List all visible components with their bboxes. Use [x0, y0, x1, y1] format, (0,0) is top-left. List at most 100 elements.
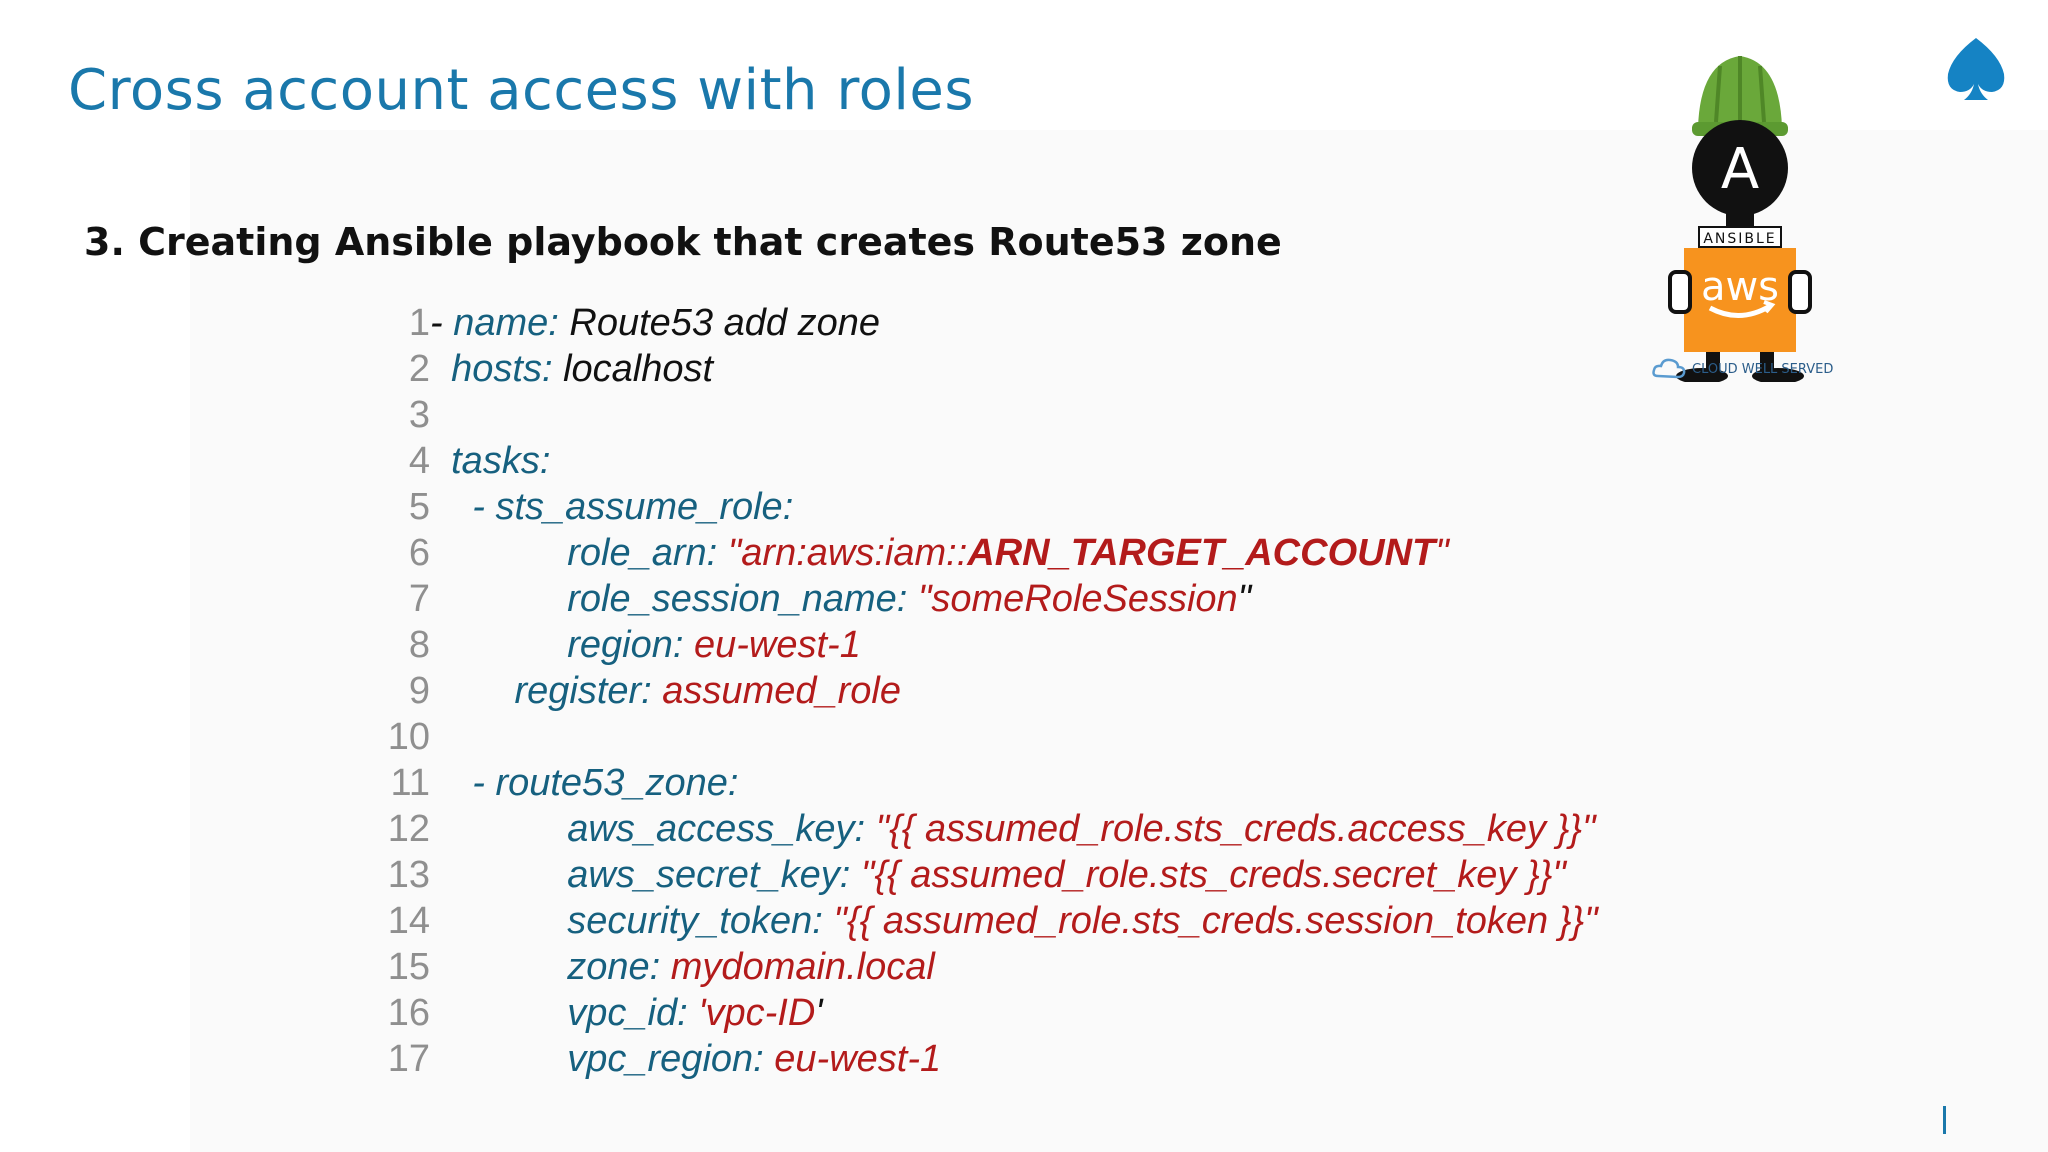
code-key: register:: [514, 670, 663, 712]
line-number: 4: [408, 440, 430, 482]
code-plain: [430, 762, 472, 804]
code-text: role_session_name: "someRoleSession": [430, 576, 1251, 622]
code-line: 14 security_token: "{{ assumed_role.sts_…: [360, 898, 1660, 944]
code-text: security_token: "{{ assumed_role.sts_cre…: [430, 898, 1598, 944]
line-number: 14: [387, 900, 430, 942]
line-number: 11: [390, 762, 430, 804]
code-value: 'vpc-ID: [698, 992, 816, 1034]
code-value: "{{ assumed_role.sts_creds.session_token…: [833, 900, 1598, 942]
code-plain: [430, 854, 567, 896]
code-line: 7 role_session_name: "someRoleSession": [360, 576, 1660, 622]
code-text: role_arn: "arn:aws:iam::ARN_TARGET_ACCOU…: [430, 530, 1449, 576]
line-number: 1: [408, 302, 430, 344]
code-plain: ": [1237, 578, 1252, 620]
aws-sign: [1684, 248, 1796, 352]
code-value: "arn:aws:iam::: [727, 532, 968, 574]
line-number: 5: [408, 486, 430, 528]
code-key: tasks:: [451, 440, 551, 482]
code-plain: [430, 808, 567, 850]
logo-letter: A: [1721, 137, 1759, 202]
code-text: vpc_region: eu-west-1: [430, 1036, 941, 1082]
code-plain: ': [815, 992, 823, 1034]
code-text: tasks:: [430, 438, 550, 484]
code-key: - sts_assume_role:: [472, 486, 794, 528]
code-plain: localhost: [563, 348, 714, 390]
line-number: 10: [387, 716, 430, 758]
code-line: 17 vpc_region: eu-west-1: [360, 1036, 1660, 1082]
ansible-aws-mascot-icon: A ANSIBLE aws: [1668, 56, 1812, 382]
line-number: 9: [408, 670, 430, 712]
code-key: role_arn:: [567, 532, 728, 574]
code-value: ARN_TARGET_ACCOUNT: [967, 532, 1436, 574]
code-key: zone:: [567, 946, 671, 988]
code-text: hosts: localhost: [430, 346, 713, 392]
line-number: 8: [408, 624, 430, 666]
code-line: 10: [360, 714, 1660, 760]
code-key: role_session_name:: [567, 578, 918, 620]
code-plain: [430, 992, 567, 1034]
code-line: 13 aws_secret_key: "{{ assumed_role.sts_…: [360, 852, 1660, 898]
code-line: 5 - sts_assume_role:: [360, 484, 1660, 530]
code-text: vpc_id: 'vpc-ID': [430, 990, 823, 1036]
code-plain: [430, 532, 567, 574]
mascot-caption: CLOUD WELL SERVED: [1652, 356, 1862, 386]
code-text: aws_access_key: "{{ assumed_role.sts_cre…: [430, 806, 1595, 852]
line-number: 6: [408, 532, 430, 574]
code-text: - name: Route53 add zone: [430, 300, 880, 346]
code-line: 15 zone: mydomain.local: [360, 944, 1660, 990]
code-value: mydomain.local: [670, 946, 935, 988]
code-key: vpc_id:: [567, 992, 699, 1034]
code-text: - sts_assume_role:: [430, 484, 793, 530]
code-line: 4 tasks:: [360, 438, 1660, 484]
badge-text: ANSIBLE: [1703, 231, 1776, 247]
code-line: 16 vpc_id: 'vpc-ID': [360, 990, 1660, 1036]
line-number: 17: [387, 1038, 430, 1080]
code-line: 3: [360, 392, 1660, 438]
code-value: ": [1435, 532, 1449, 574]
code-plain: [430, 348, 451, 390]
line-number: 3: [408, 394, 430, 436]
code-line: 11 - route53_zone:: [360, 760, 1660, 806]
code-plain: Route53 add zone: [569, 302, 880, 344]
footer-mark: [1943, 1106, 1946, 1134]
code-key: aws_secret_key:: [567, 854, 861, 896]
code-text: zone: mydomain.local: [430, 944, 935, 990]
code-line: 9 register: assumed_role: [360, 668, 1660, 714]
code-key: hosts:: [451, 348, 564, 390]
code-key: vpc_region:: [567, 1038, 775, 1080]
line-number: 16: [387, 992, 430, 1034]
code-key: - route53_zone:: [472, 762, 739, 804]
code-text: - route53_zone:: [430, 760, 738, 806]
code-line: 12 aws_access_key: "{{ assumed_role.sts_…: [360, 806, 1660, 852]
code-plain: [430, 900, 567, 942]
code-value: "someRoleSession: [917, 578, 1238, 620]
code-value: eu-west-1: [694, 624, 861, 666]
line-number: 12: [387, 808, 430, 850]
code-plain: -: [430, 302, 454, 344]
line-number: 2: [408, 348, 430, 390]
code-value: "{{ assumed_role.sts_creds.secret_key }}…: [860, 854, 1566, 896]
code-line: 1- name: Route53 add zone: [360, 300, 1660, 346]
code-plain: [430, 1038, 567, 1080]
code-plain: [430, 486, 472, 528]
line-number: 15: [387, 946, 430, 988]
code-plain: [430, 624, 567, 666]
code-key: security_token:: [567, 900, 834, 942]
slide-title: Cross account access with roles: [68, 58, 975, 123]
code-text: aws_secret_key: "{{ assumed_role.sts_cre…: [430, 852, 1566, 898]
code-key: aws_access_key:: [567, 808, 876, 850]
line-number: 7: [408, 578, 430, 620]
ansible-logo-circle: [1692, 120, 1788, 216]
code-line: 2 hosts: localhost: [360, 346, 1660, 392]
code-value: assumed_role: [662, 670, 901, 712]
code-text: region: eu-west-1: [430, 622, 861, 668]
code-line: 8 region: eu-west-1: [360, 622, 1660, 668]
caption-text: CLOUD WELL SERVED: [1692, 362, 1834, 377]
code-plain: [430, 670, 514, 712]
code-key: region:: [567, 624, 694, 666]
code-key: name:: [453, 302, 570, 344]
code-plain: [430, 946, 567, 988]
code-line: 6 role_arn: "arn:aws:iam::ARN_TARGET_ACC…: [360, 530, 1660, 576]
code-plain: [430, 440, 451, 482]
